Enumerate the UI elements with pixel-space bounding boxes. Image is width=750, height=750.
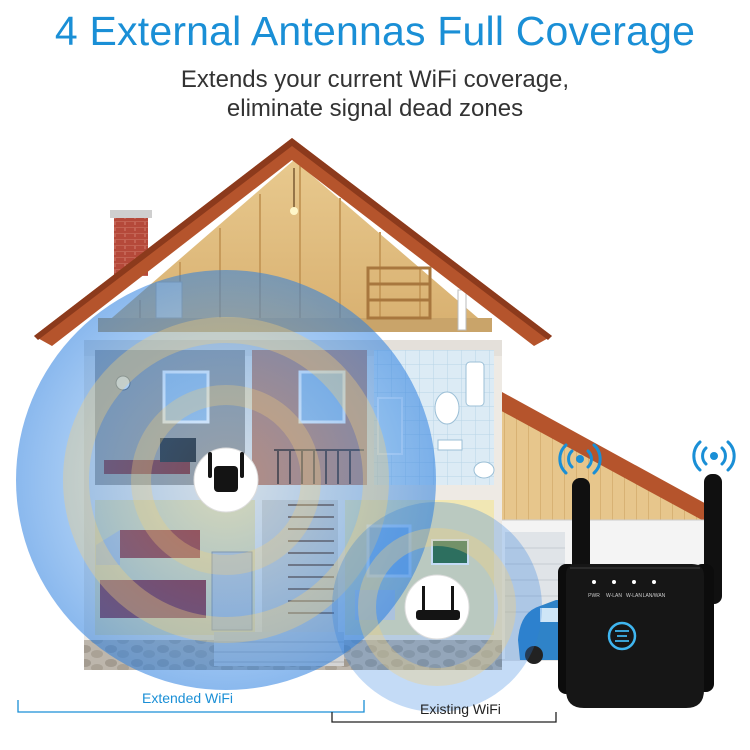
- subline-line-1: Extends your current WiFi coverage,: [180, 66, 570, 93]
- wps-button-ring: [607, 621, 637, 651]
- subline-line-2: eliminate signal dead zones: [226, 95, 524, 122]
- headline: 4 External Antennas Full Coverage: [54, 8, 696, 54]
- repeater-bubble: [193, 447, 259, 513]
- wifi-signal-icon: [558, 443, 602, 475]
- extended-wifi-label: Extended WiFi: [142, 690, 234, 706]
- existing-wifi-bracket: [331, 712, 557, 723]
- led-label-wlan-1: W-LAN: [606, 593, 622, 599]
- led-label-lanwan: LAN/WAN: [643, 593, 666, 599]
- led-label-pwr: PWR: [588, 593, 600, 599]
- extended-wifi-bracket: [17, 700, 365, 713]
- wifi-extender-device: PWR W-LAN W-LAN LAN/WAN: [558, 474, 722, 708]
- router-bubble: [404, 574, 470, 640]
- wifi-signal-icon: [692, 440, 736, 472]
- led-label-wlan-2: W-LAN: [626, 593, 642, 599]
- antenna-left: [572, 478, 590, 590]
- existing-wifi-label: Existing WiFi: [420, 701, 501, 717]
